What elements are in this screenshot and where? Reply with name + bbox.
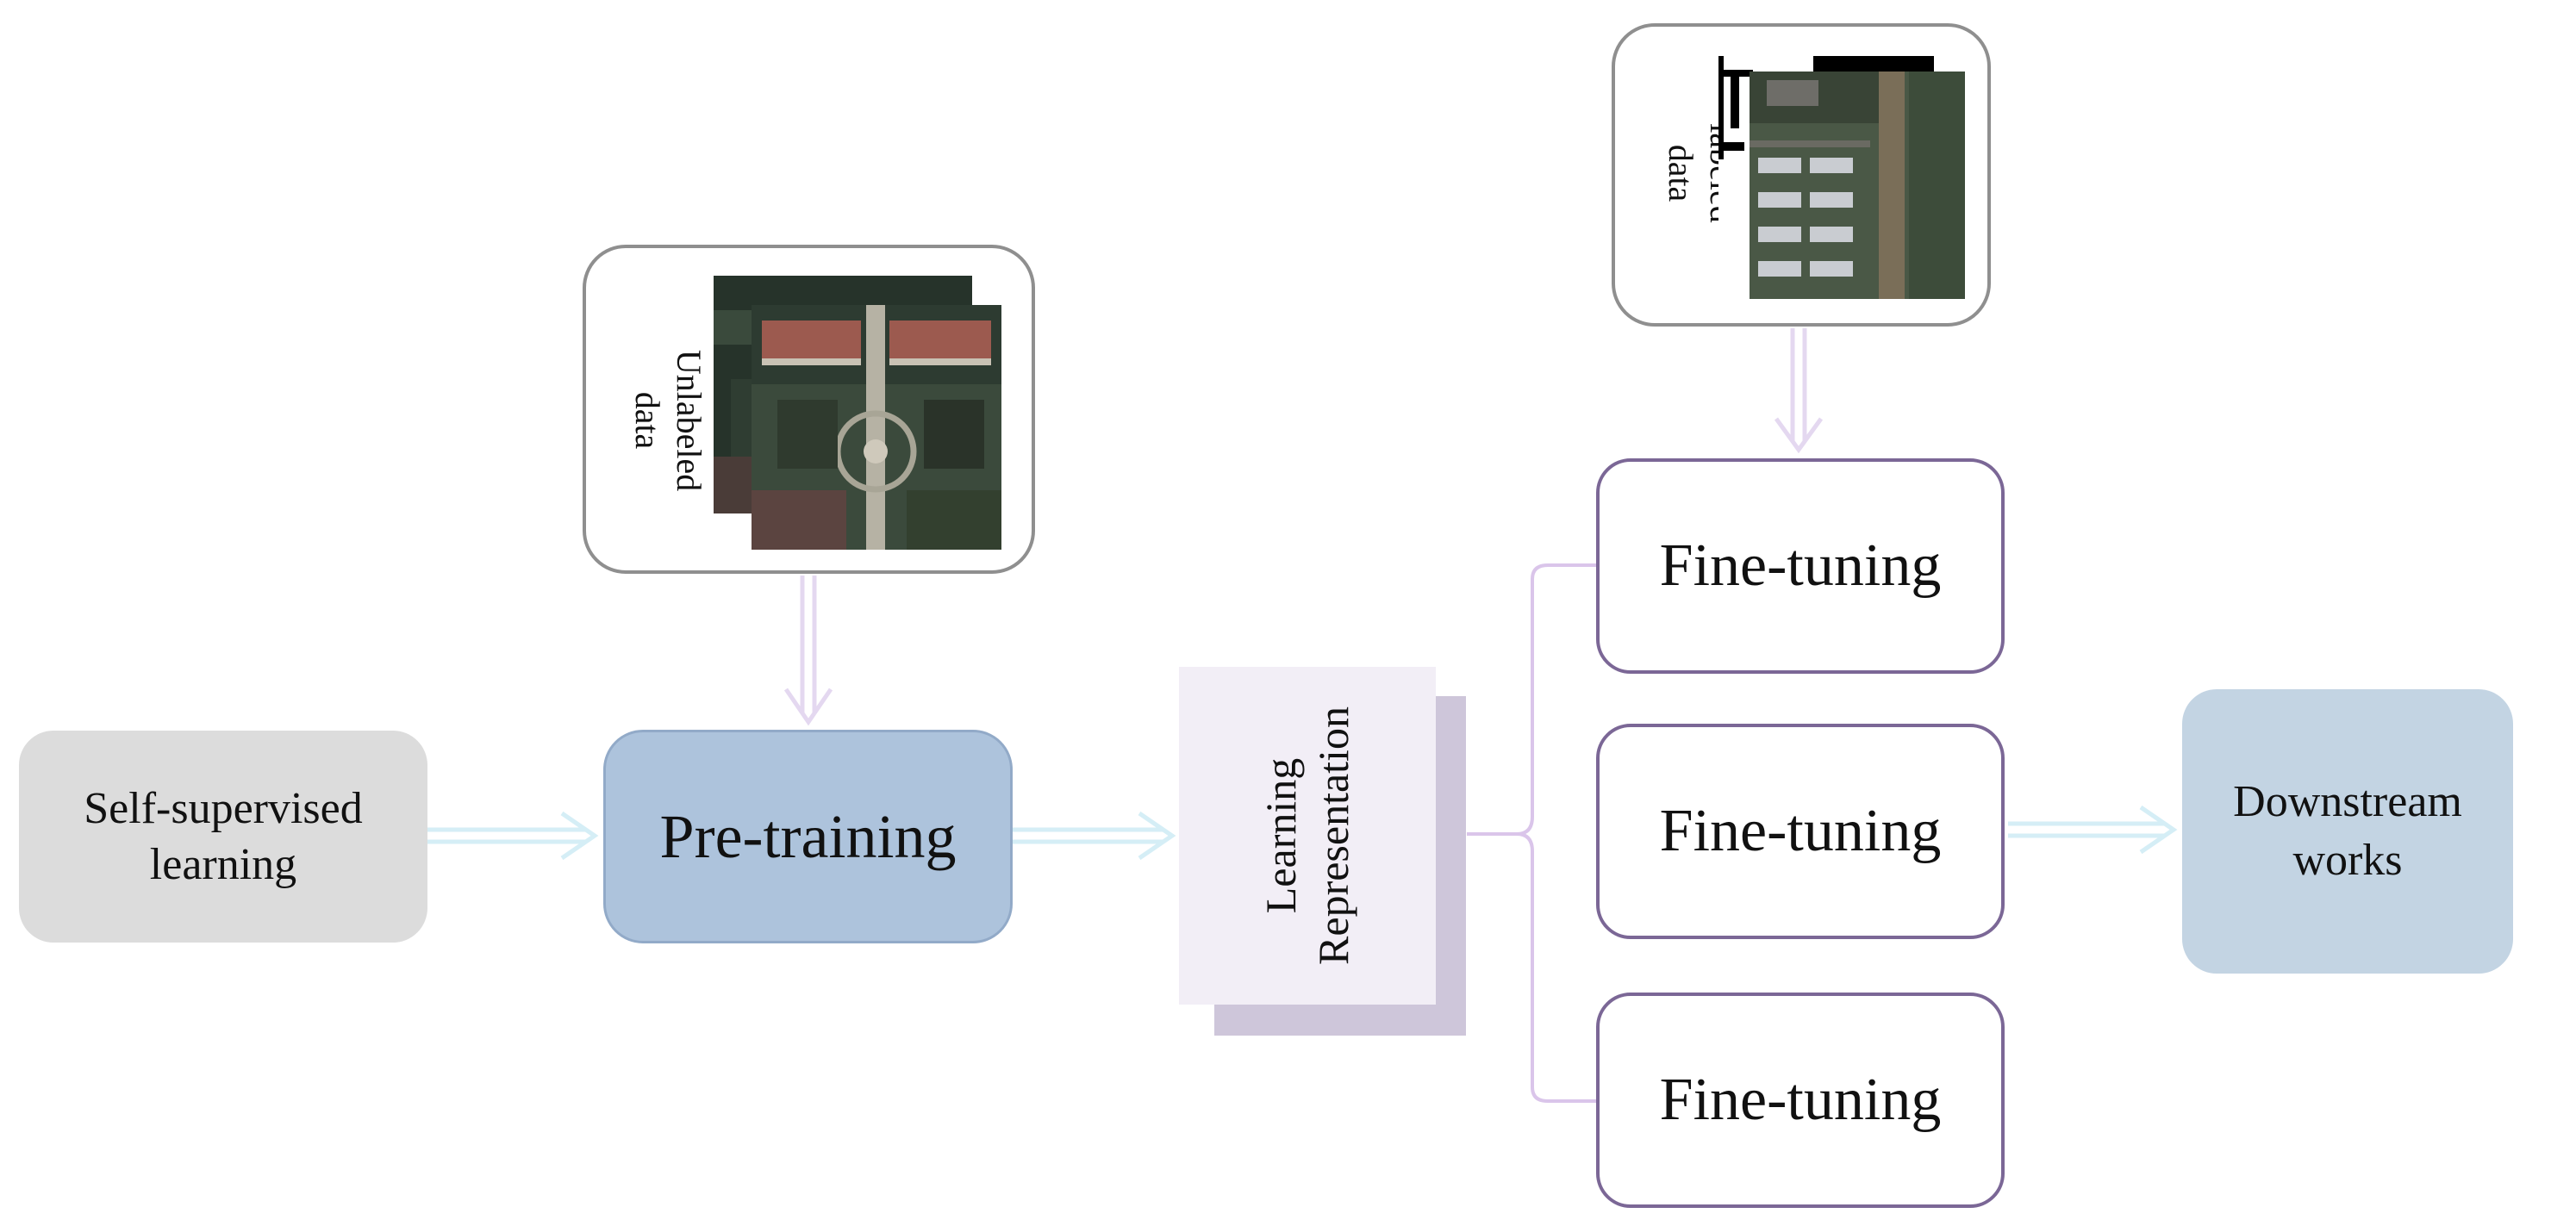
arrow-ssl-to-pretraining <box>427 811 599 861</box>
arrow-labeled-to-finetuning <box>1774 328 1824 454</box>
pre-training-label: Pre-training <box>659 801 957 871</box>
arrow-pretraining-to-representation <box>1013 811 1176 861</box>
fine-tuning-label: Fine-tuning <box>1659 532 1942 599</box>
fine-tuning-box-middle: Fine-tuning <box>1596 724 2005 939</box>
labeled-satellite-image <box>1750 72 1965 299</box>
fine-tuning-box-top: Fine-tuning <box>1596 458 2005 674</box>
fine-tuning-label: Fine-tuning <box>1659 1067 1942 1133</box>
downstream-works-box: Downstream works <box>2182 689 2513 974</box>
fine-tuning-label: Fine-tuning <box>1659 798 1942 864</box>
arrow-finetuning-to-downstream <box>2008 805 2178 855</box>
unlabeled-data-card: Unlabeled data <box>583 245 1035 574</box>
pre-training-box: Pre-training <box>603 730 1013 943</box>
brace-connector <box>1467 563 1596 1103</box>
self-supervised-learning-label: Self-supervised learning <box>84 784 363 889</box>
unlabeled-data-label: Unlabeled data <box>628 349 708 492</box>
self-supervised-learning-box: Self-supervised learning <box>19 731 427 943</box>
learning-representation-box: Learning Representation <box>1179 667 1436 1005</box>
learning-representation-label: Learning Representation <box>1257 706 1357 965</box>
downstream-works-label: Downstream works <box>2233 777 2462 885</box>
unlabeled-satellite-image <box>752 305 1001 550</box>
labeled-data-card: labeled data <box>1612 23 1991 327</box>
arrow-unlabeled-to-pretraining <box>783 576 833 726</box>
fine-tuning-box-bottom: Fine-tuning <box>1596 993 2005 1208</box>
